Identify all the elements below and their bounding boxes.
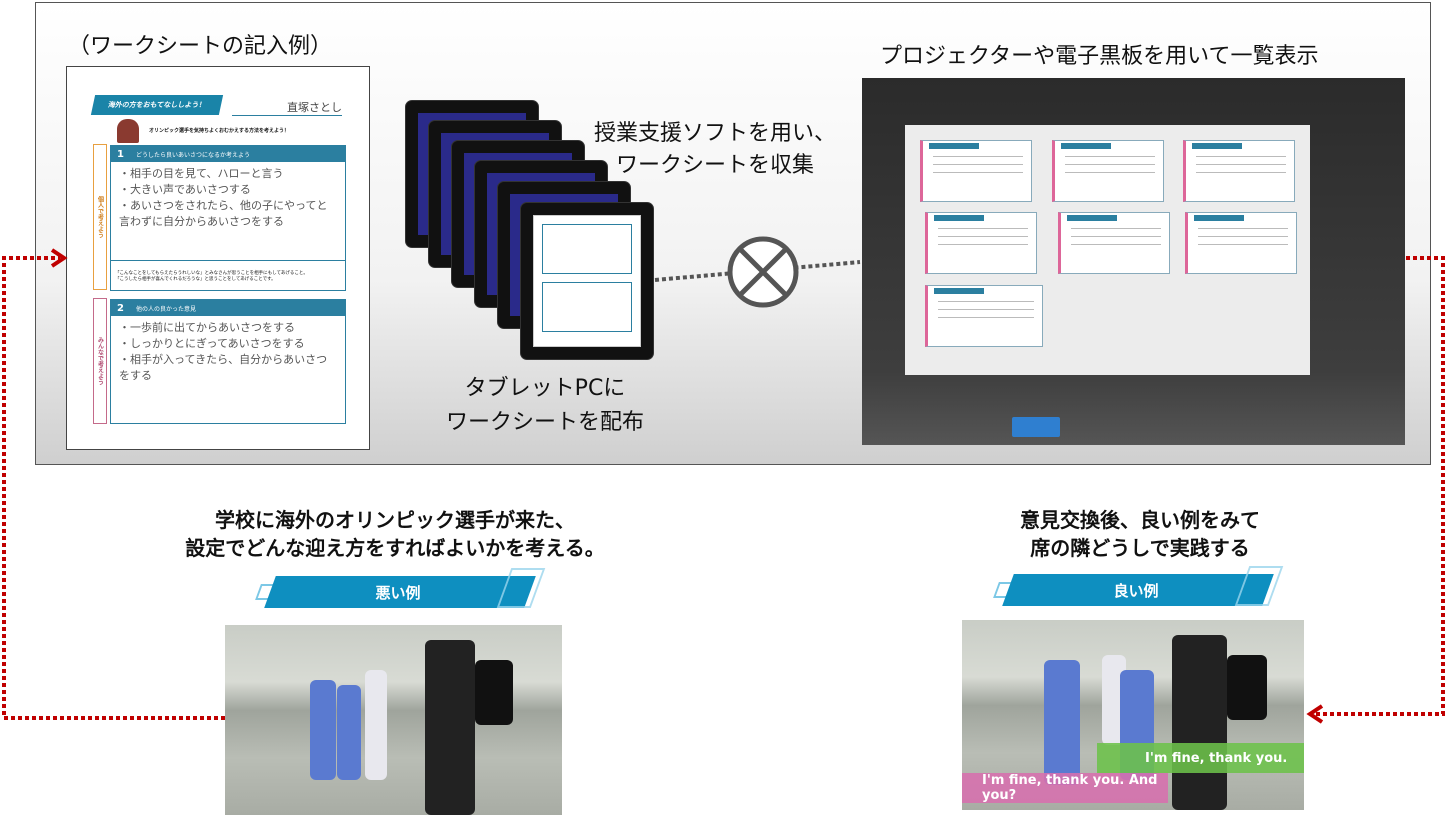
worksheet-thumbnail	[1052, 140, 1164, 202]
right-feedback-arrow	[1314, 256, 1445, 716]
good-example-label: 良い例	[1113, 581, 1159, 600]
hint-text: 「こんなことをしてもらえたらうれしいな」とみなさんが思うことを相手にもしてあげる…	[111, 260, 345, 290]
section1-side-label: 個人で考えよう	[93, 144, 107, 290]
student-name: 直塚さとし	[232, 99, 342, 116]
section2-number: 2	[117, 302, 124, 314]
worksheet-thumbnail	[1185, 212, 1297, 274]
good-example-description: 意見交換後、良い例をみて 席の隣どうしで実践する	[960, 506, 1320, 562]
description-line: 学校に海外のオリンピック選手が来た、	[215, 508, 575, 532]
section1-line: ・相手の目を見て、ハローと言う	[119, 167, 284, 180]
worksheet-thumbnail	[920, 140, 1032, 202]
distribute-caption: タブレットPCに ワークシートを配布	[430, 372, 660, 440]
description-line: 席の隣どうしで実践する	[1030, 536, 1250, 560]
arrow-head-icon	[1306, 704, 1324, 724]
description-line: 設定でどんな迎え方をすればよいかを考える。	[185, 536, 605, 560]
character-icon	[117, 119, 139, 143]
good-example-photo: I'm fine, thank you. I'm fine, thank you…	[962, 620, 1304, 810]
bad-example-banner: 悪い例	[255, 568, 546, 610]
bad-example-description: 学校に海外のオリンピック選手が来た、 設定でどんな迎え方をすればよいかを考える。	[165, 506, 625, 562]
projected-worksheet-list	[905, 125, 1310, 375]
section2-line: ・しっかりとにぎってあいさつをする	[119, 337, 305, 350]
section2-title: 他の人の良かった意見	[135, 305, 196, 313]
section1-line: ・あいさつをされたら、他の子にやってと言わずに自分からあいさつをする	[119, 199, 328, 228]
section1-box: 1 どうしたら良いあいさつになるか考えよう ・相手の目を見て、ハローと言う ・大き…	[110, 145, 346, 291]
worksheet-thumbnail	[1058, 212, 1170, 274]
worksheet-example-title: （ワークシートの記入例）	[68, 34, 333, 59]
collect-caption: 授業支援ソフトを用い、 ワークシートを収集	[590, 118, 840, 182]
tablet-front	[520, 202, 654, 360]
subtitle-pink: I'm fine, thank you. And you?	[962, 773, 1168, 803]
board-eraser	[1012, 417, 1060, 437]
section1-line: ・大きい声であいさつする	[119, 183, 251, 196]
collect-caption-line: ワークシートを収集	[615, 153, 814, 178]
worksheet-thumbnail	[925, 212, 1037, 274]
display-caption: プロジェクターや電子黒板を用いて一覧表示	[880, 44, 1319, 69]
left-feedback-arrow	[2, 256, 225, 720]
section1-title: どうしたら良いあいさつになるか考えよう	[135, 151, 250, 159]
collect-dotted-line	[654, 260, 861, 282]
worksheet-thumbnail	[925, 285, 1043, 347]
section2-box: 2 他の人の良かった意見 ・一歩前に出てからあいさつをする ・しっかりとにぎってあ…	[110, 299, 346, 424]
arrow-head-icon	[50, 248, 68, 268]
bad-example-photo	[225, 625, 562, 815]
section2-line: ・相手が入ってきたら、自分からあいさつをする	[119, 353, 328, 382]
circle-x-icon	[727, 236, 799, 308]
description-line: 意見交換後、良い例をみて	[1020, 508, 1260, 532]
subtitle-green: I'm fine, thank you.	[1097, 743, 1304, 773]
collect-caption-line: 授業支援ソフトを用い、	[593, 121, 836, 146]
section1-number: 1	[117, 148, 124, 160]
worksheet-subtitle: オリンピック選手を気持ちよくおむかえする方法を考えよう！	[149, 128, 290, 134]
section2-side-label: みんなで考えよう	[93, 298, 107, 424]
section2-line: ・一歩前に出てからあいさつをする	[119, 321, 295, 334]
worksheet-thumbnail	[1183, 140, 1295, 202]
distribute-caption-line: ワークシートを配布	[445, 410, 644, 435]
worksheet: 海外の方をおもてなししよう！ 直塚さとし オリンピック選手を気持ちよくおむかえす…	[66, 66, 370, 450]
bad-example-label: 悪い例	[375, 583, 421, 602]
distribute-caption-line: タブレットPCに	[464, 376, 626, 401]
good-example-banner: 良い例	[993, 566, 1284, 608]
